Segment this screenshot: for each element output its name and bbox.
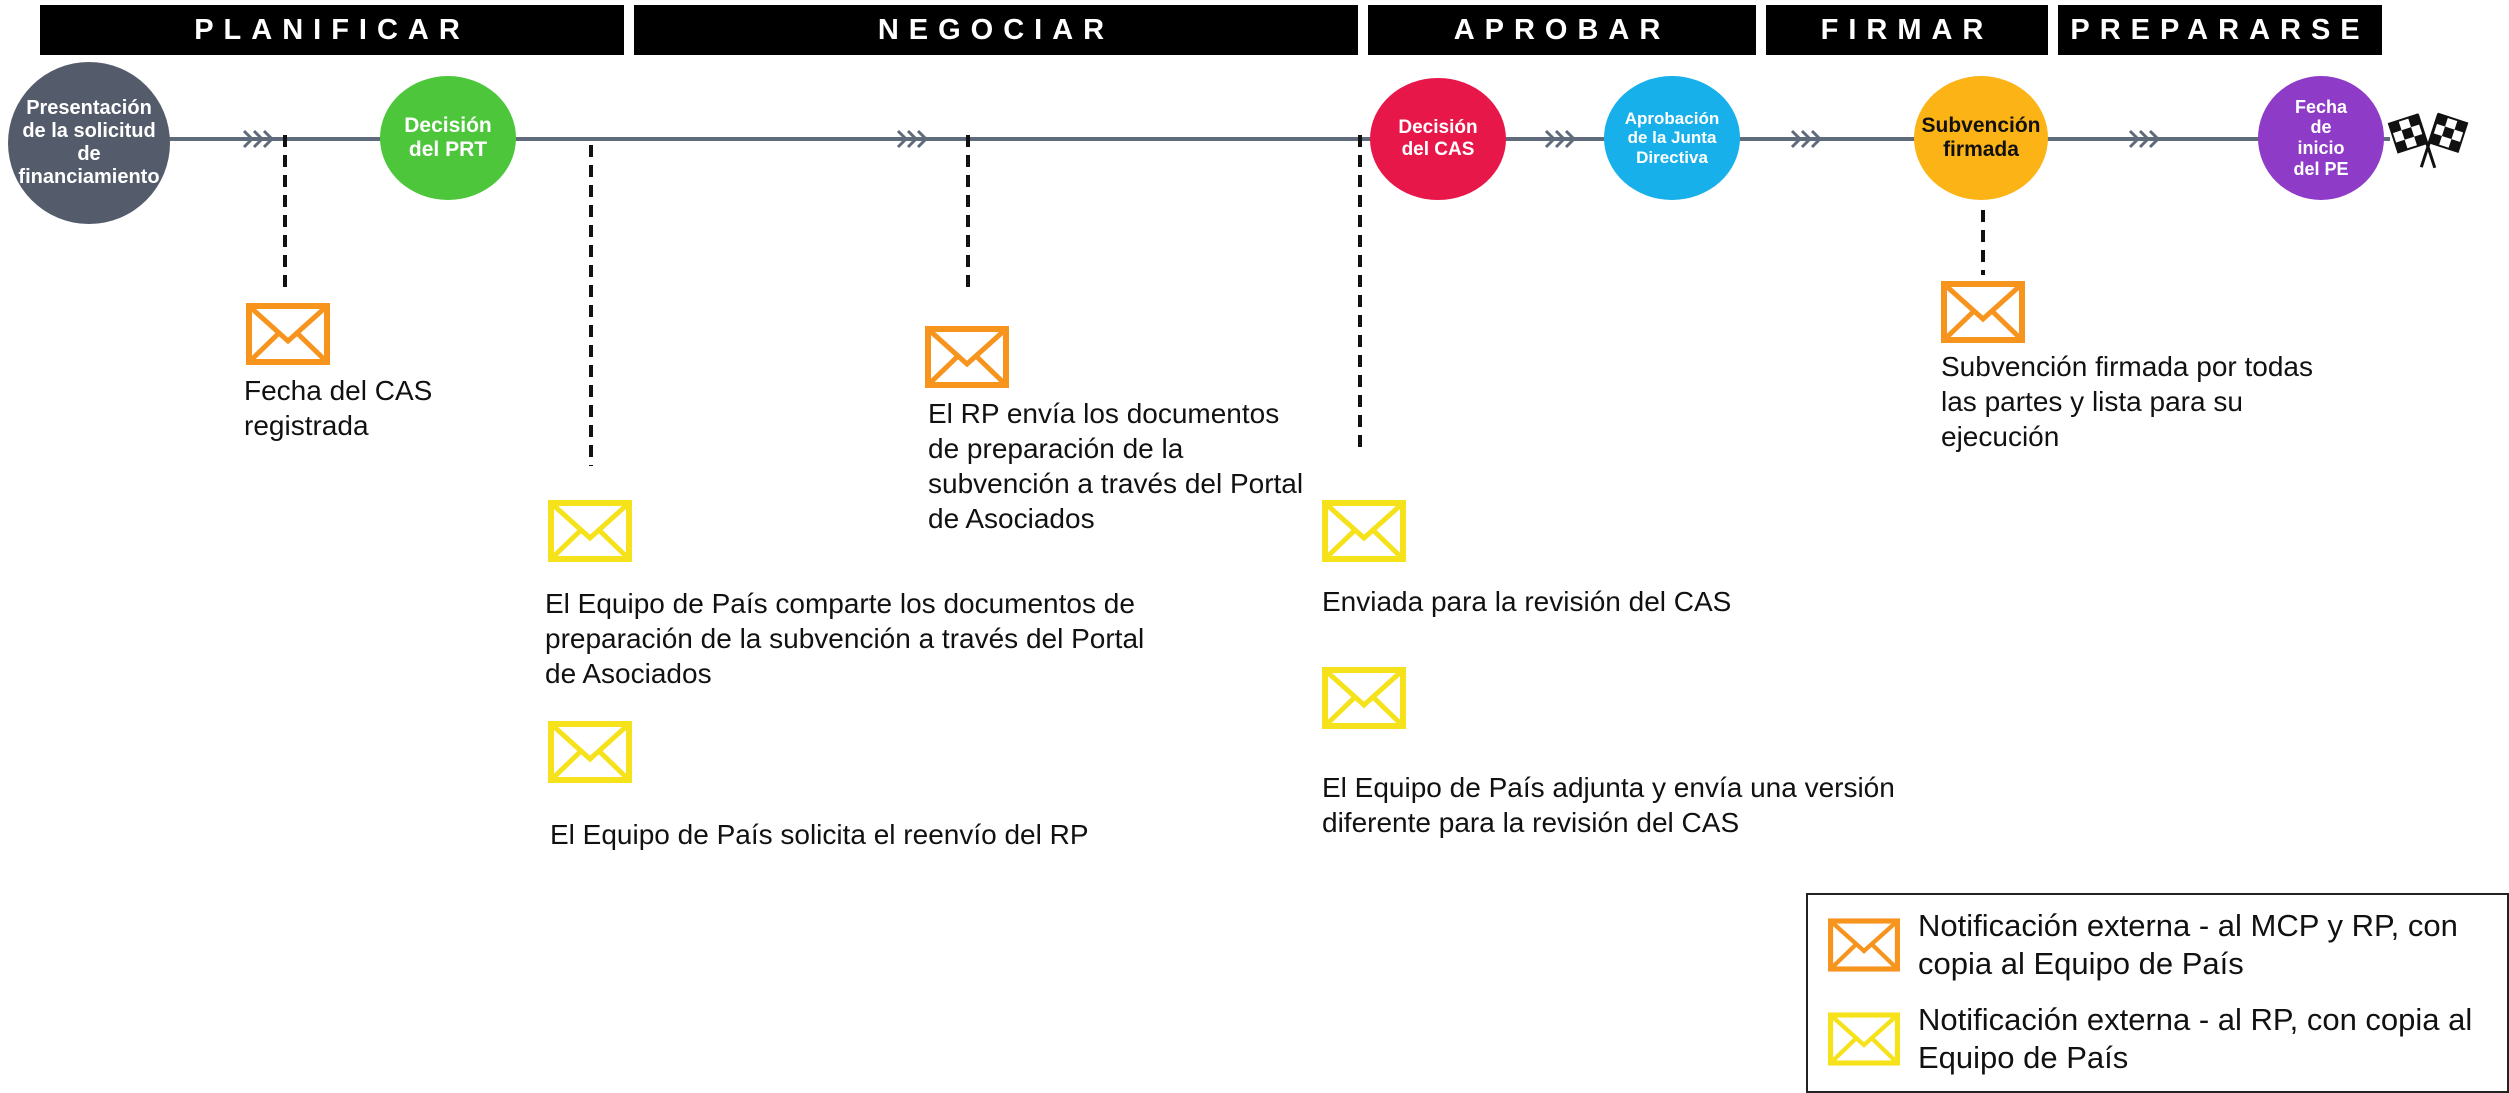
milestone-presentacion: Presentación de la solicitud de financia… — [8, 62, 170, 224]
envelope-icon — [1828, 1012, 1900, 1066]
legend-label-yellow: Notificación externa - al RP, con copia … — [1918, 1002, 2473, 1075]
milestone-decision-cas: Decisión del CAS — [1370, 78, 1506, 200]
legend: Notificación externa - al MCP y RP, con … — [1806, 893, 2509, 1093]
phase-planificar: PLANIFICAR — [40, 5, 624, 55]
legend-label-orange: Notificación externa - al MCP y RP, con … — [1918, 908, 2458, 981]
dashed-connectors — [283, 135, 1985, 466]
legend-item-yellow: Notificación externa - al RP, con copia … — [1828, 1001, 2478, 1077]
phase-prepararse: PREPARARSE — [2058, 5, 2382, 55]
envelope-icon — [1941, 281, 2025, 343]
envelope-icon — [925, 326, 1009, 388]
phase-firmar: FIRMAR — [1766, 5, 2048, 55]
caption-firmada-partes: Subvención firmada por todas las partes … — [1941, 351, 2313, 452]
envelope-icon — [1322, 500, 1406, 562]
caption-cas-registrada: Fecha del CAS registrada — [244, 375, 433, 441]
envelope-icon — [548, 500, 632, 562]
legend-item-orange: Notificación externa - al MCP y RP, con … — [1828, 907, 2478, 983]
caption-equipo-solicita: El Equipo de País solicita el reenvío de… — [550, 819, 1089, 850]
caption-equipo-adjunta: El Equipo de País adjunta y envía una ve… — [1322, 772, 1895, 838]
milestone-fecha-inicio: Fecha de inicio del PE — [2258, 76, 2384, 200]
phase-negociar: NEGOCIAR — [634, 5, 1358, 55]
caption-rp-envia: El RP envía los documentos de preparació… — [928, 398, 1304, 534]
milestone-decision-prt: Decisión del PRT — [380, 76, 516, 200]
timeline-arrows — [242, 129, 2161, 149]
envelope-icon — [1322, 667, 1406, 729]
checkered-flags-icon — [2387, 112, 2469, 169]
milestone-subvencion-firmada: Subvención firmada — [1914, 76, 2048, 200]
caption-enviada-revision: Enviada para la revisión del CAS — [1322, 586, 1732, 617]
caption-equipo-comparte: El Equipo de País comparte los documento… — [545, 588, 1145, 689]
envelope-icon — [548, 721, 632, 783]
phase-aprobar: APROBAR — [1368, 5, 1756, 55]
envelope-icon — [1828, 918, 1900, 972]
milestone-aprobacion-junta: Aprobación de la Junta Directiva — [1604, 76, 1740, 200]
envelope-icon — [246, 303, 330, 365]
